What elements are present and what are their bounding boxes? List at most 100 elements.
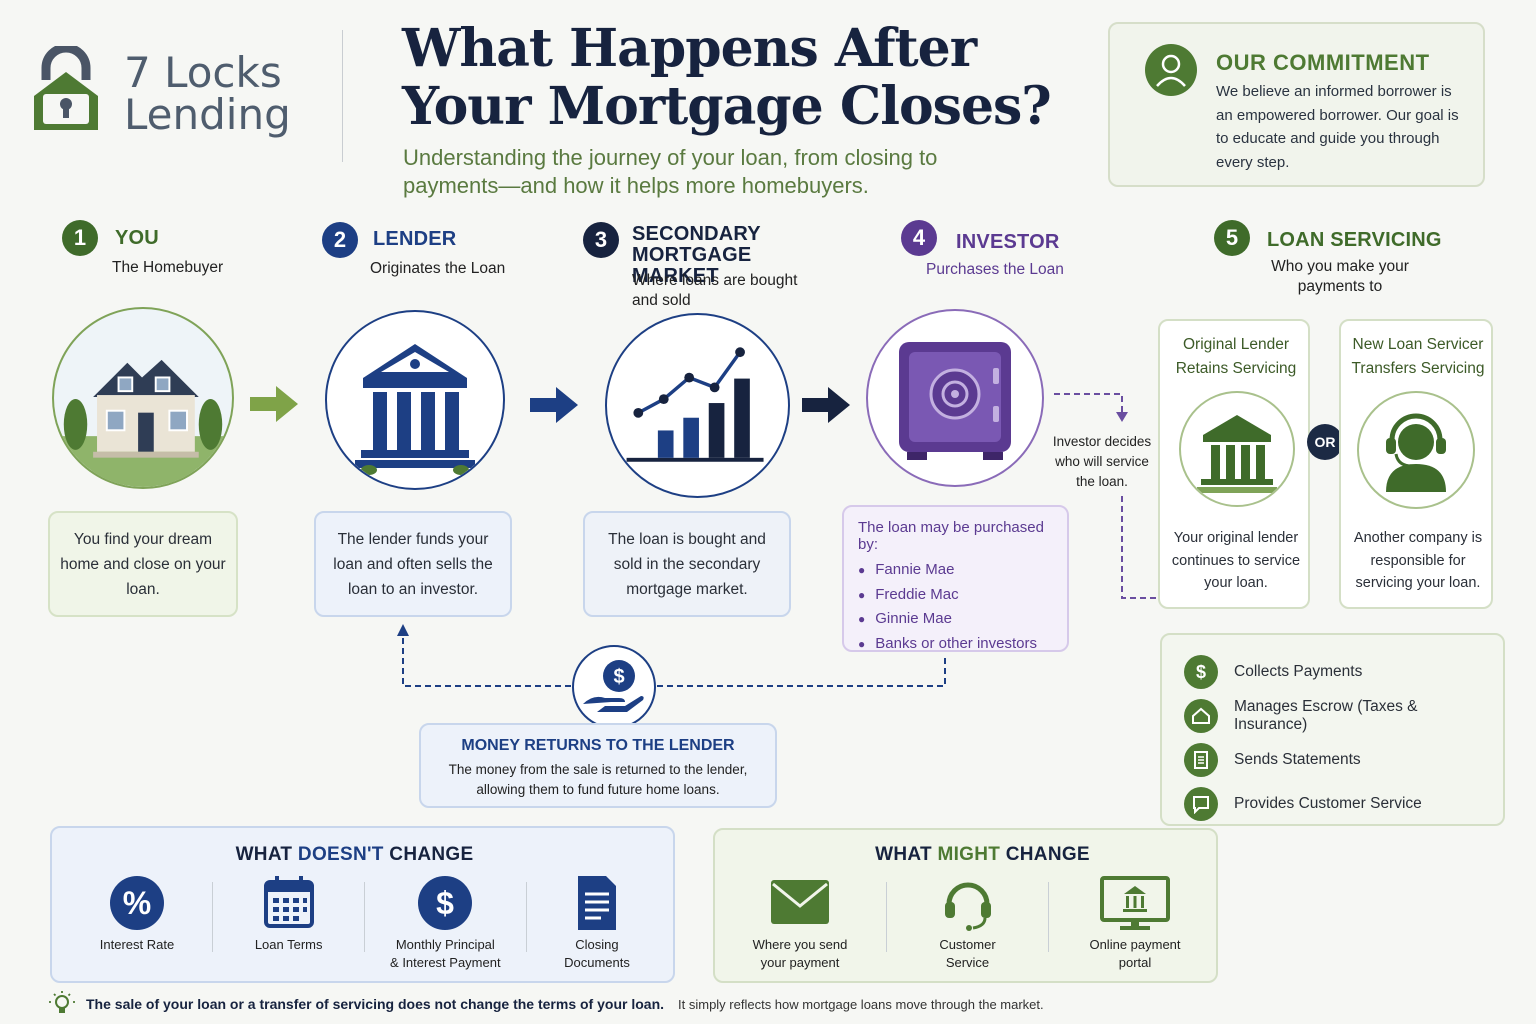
step-number: 4 — [901, 220, 937, 256]
step-5-header: 5 LOAN SERVICING Who you make your payme… — [1214, 220, 1464, 295]
brand-logo — [30, 43, 102, 134]
money-returns-title: MONEY RETURNS TO THE LENDER — [461, 737, 735, 754]
divider — [363, 882, 365, 952]
investor-card: The loan may be purchased by: ●Fannie Ma… — [842, 505, 1069, 652]
dollar-icon: $ — [1184, 655, 1218, 689]
homebuyer-card: You find your dream home and close on yo… — [48, 511, 238, 617]
duty-item: $ Collects Payments — [1184, 650, 1481, 694]
safe-icon — [899, 342, 1011, 460]
svg-text:$: $ — [613, 666, 624, 688]
document-icon — [1184, 743, 1218, 777]
commitment-panel: OUR COMMITMENT We believe an informed bo… — [1108, 22, 1485, 187]
market-circle — [605, 313, 790, 498]
footer-bold: The sale of your loan or a transfer of s… — [86, 996, 665, 1012]
might-change-title: WHAT MIGHT CHANGE — [875, 844, 1090, 865]
list-item: ●Banks or other investors — [858, 634, 1037, 652]
option-circle — [1179, 391, 1295, 507]
step-number: 5 — [1214, 220, 1250, 256]
brand-name: 7 Locks Lending — [124, 48, 291, 139]
duty-item: Manages Escrow (Taxes & Insurance) — [1184, 694, 1481, 738]
step-3-header: 3 SECONDARY MORTGAGE MARKET Where loans … — [583, 222, 833, 309]
step-subtitle: Who you make your payments to — [1271, 258, 1409, 295]
servicing-duties: $ Collects Payments Manages Escrow (Taxe… — [1160, 633, 1505, 826]
option-circle — [1357, 391, 1475, 509]
header-divider — [342, 30, 343, 162]
step-number: 1 — [62, 220, 98, 256]
item-monthly-payment: $ Monthly Principal & Interest Payment — [375, 874, 515, 972]
step-title: INVESTOR — [956, 231, 1060, 253]
market-card: The loan is bought and sold in the secon… — [583, 511, 791, 617]
duty-item: Provides Customer Service — [1184, 782, 1481, 826]
footer-note: The sale of your loan or a transfer of s… — [48, 990, 1044, 1018]
arrow-right-icon — [250, 386, 298, 422]
percent-icon: % — [110, 876, 164, 930]
step-subtitle: Where loans are bought and sold — [632, 272, 798, 309]
option-text: Your original lender continues to servic… — [1171, 530, 1301, 591]
headset-person-icon — [1386, 413, 1446, 492]
bank-icon — [355, 344, 475, 475]
item-interest-rate: % Interest Rate — [72, 874, 202, 954]
commitment-text: We believe an informed borrower is an em… — [1216, 83, 1459, 171]
page-subtitle: Understanding the journey of your loan, … — [403, 145, 938, 198]
investor-connector — [1054, 393, 1156, 599]
divider — [212, 882, 214, 952]
step-1-header: 1 YOU The Homebuyer — [62, 220, 282, 276]
doesnt-change-title: WHAT DOESN'T CHANGE — [235, 844, 474, 865]
house-icon — [54, 359, 232, 487]
chat-icon — [1184, 787, 1218, 821]
dollar-icon: $ — [418, 876, 473, 930]
bank-icon — [1197, 415, 1277, 493]
might-change-panel: WHAT MIGHT CHANGE Where you send your pa… — [713, 828, 1218, 983]
svg-text:$: $ — [436, 885, 454, 921]
option-text: Another company is responsible for servi… — [1353, 530, 1483, 591]
homebuyer-circle — [52, 307, 234, 489]
step-title: SECONDARY MORTGAGE MARKET — [632, 223, 761, 287]
step-4-header: 4 INVESTOR Purchases the Loan — [901, 220, 1101, 278]
list-item: ●Fannie Mae — [858, 561, 955, 578]
arrow-right-icon — [802, 387, 850, 423]
divider — [525, 882, 527, 952]
svg-text:%: % — [123, 885, 151, 921]
monitor-icon — [1100, 876, 1170, 930]
item-loan-terms: Loan Terms — [224, 874, 354, 954]
option-title: New Loan Servicer Transfers Servicing — [1351, 336, 1485, 377]
headset-icon — [944, 882, 991, 931]
investor-list: ●Fannie Mae ●Freddie Mac ●Ginnie Mae ●Ba… — [858, 558, 1053, 656]
lightbulb-icon — [49, 991, 75, 1013]
doesnt-change-panel: WHAT DOESN'T CHANGE % Interest Rate Loan… — [50, 826, 675, 983]
document-icon — [577, 876, 616, 930]
step-subtitle: The Homebuyer — [112, 259, 224, 276]
money-returns-panel: MONEY RETURNS TO THE LENDER The money fr… — [419, 723, 777, 808]
divider — [885, 882, 887, 952]
money-hand-circle: $ — [572, 645, 656, 729]
footer-regular: It simply reflects how mortgage loans mo… — [678, 996, 1044, 1012]
step-number: 2 — [322, 222, 358, 258]
servicing-option-new: New Loan Servicer Transfers Servicing An… — [1339, 319, 1493, 609]
money-returns-text: The money from the sale is returned to t… — [448, 762, 748, 797]
step-number: 3 — [583, 222, 619, 258]
list-item: ●Freddie Mac — [858, 585, 959, 603]
servicing-option-original: Original Lender Retains Servicing Your o… — [1158, 319, 1310, 609]
envelope-icon — [771, 880, 829, 924]
item-payment-address: Where you send your payment — [735, 874, 865, 972]
lender-circle — [325, 310, 505, 490]
step-2-header: 2 LENDER Originates the Loan — [322, 222, 562, 277]
list-item: ●Ginnie Mae — [858, 610, 952, 627]
step-title: LOAN SERVICING — [1267, 229, 1442, 251]
arrow-right-icon — [530, 387, 578, 423]
investor-card-heading: The loan may be purchased by: — [858, 519, 1044, 553]
money-return-connector — [397, 624, 946, 687]
option-title: Original Lender Retains Servicing — [1175, 336, 1297, 377]
commitment-title: OUR COMMITMENT — [1216, 50, 1430, 75]
calendar-icon — [263, 876, 314, 928]
or-badge: OR — [1307, 424, 1343, 460]
growth-chart-icon — [626, 347, 764, 462]
investor-note: Investor decides who will service the lo… — [1052, 434, 1152, 489]
divider — [1048, 882, 1050, 952]
lender-card: The lender funds your loan and often sel… — [314, 511, 512, 617]
duty-item: Sends Statements — [1184, 738, 1481, 782]
item-customer-service: Customer Service — [908, 874, 1028, 972]
item-closing-documents: Closing Documents — [537, 874, 657, 972]
item-online-portal: Online payment portal — [1070, 874, 1200, 972]
hand-dollar-icon: $ — [583, 660, 644, 712]
